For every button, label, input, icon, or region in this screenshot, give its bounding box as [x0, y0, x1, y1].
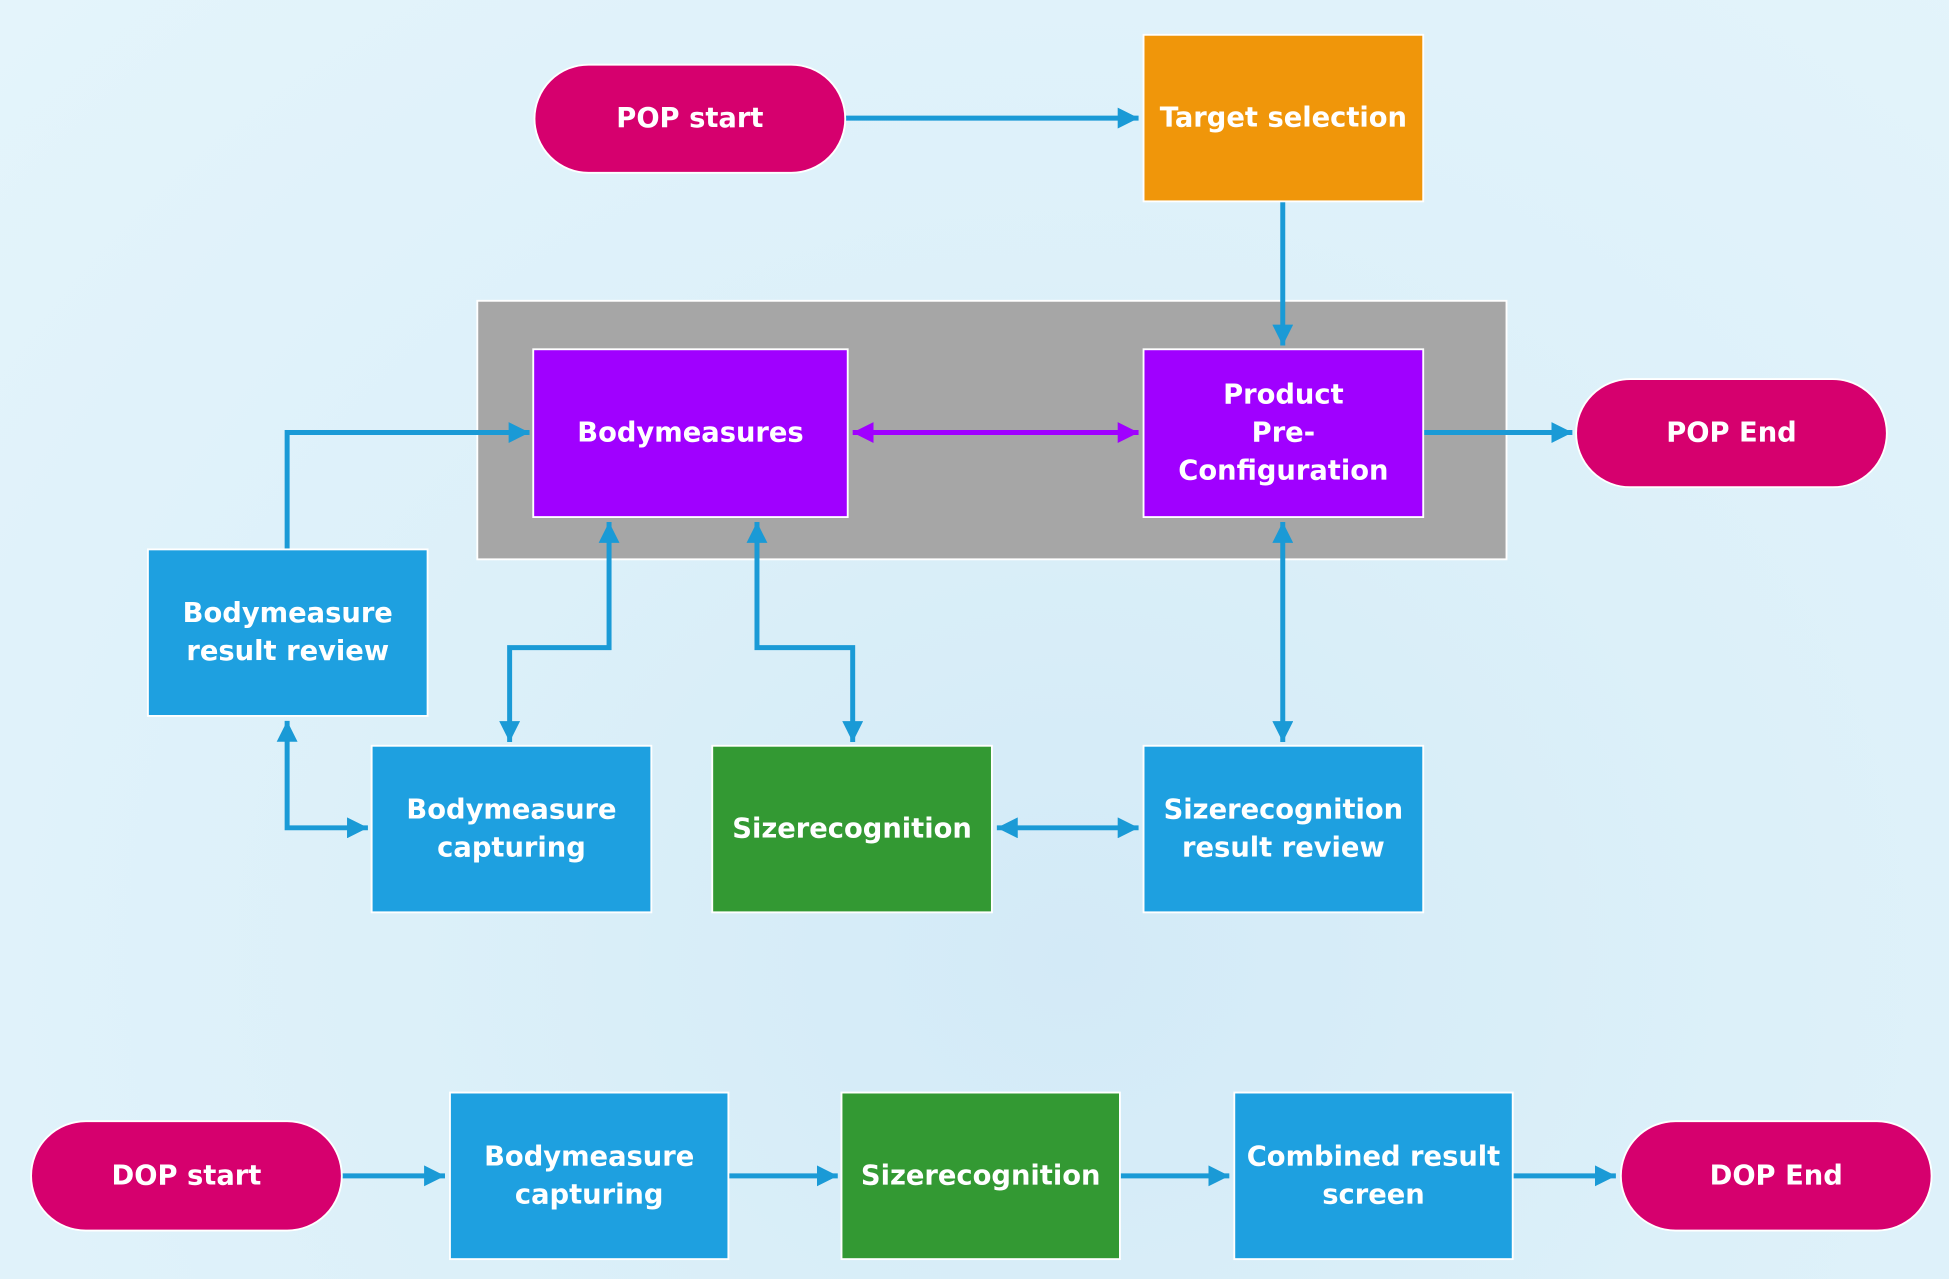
node-pop-start[interactable]: POP start: [533, 63, 847, 174]
node-shape: [1233, 1091, 1514, 1261]
node-label: result review: [1182, 833, 1385, 864]
node-label: POP start: [616, 103, 763, 134]
node-label: Configuration: [1178, 456, 1388, 487]
node-label: Bodymeasure: [406, 795, 616, 826]
node-shape: [533, 63, 847, 174]
node-label: capturing: [437, 833, 586, 864]
node-shape: [1142, 348, 1425, 519]
node-sizerecognition-result-review[interactable]: Sizerecognition result review: [1142, 744, 1425, 914]
node-shape: [1575, 378, 1888, 489]
node-dop-end[interactable]: DOP End: [1619, 1120, 1933, 1232]
node-label: DOP start: [112, 1160, 262, 1191]
node-shape: [532, 348, 849, 519]
node-shape: [1142, 33, 1425, 203]
node-shape: [146, 548, 429, 717]
node-shape: [449, 1091, 730, 1261]
node-pop-end[interactable]: POP End: [1575, 378, 1888, 489]
node-dop-bodymeasure-capturing[interactable]: Bodymeasure capturing: [449, 1091, 730, 1261]
node-combined-result-screen[interactable]: Combined result screen: [1233, 1091, 1514, 1261]
node-label: Sizerecognition: [732, 814, 972, 845]
node-label: result review: [186, 636, 389, 667]
node-label: Product: [1223, 380, 1344, 411]
node-shape: [711, 744, 993, 914]
node-bodymeasure-capturing[interactable]: Bodymeasure capturing: [370, 744, 653, 914]
node-label: Bodymeasure: [183, 598, 393, 629]
node-label: Target selection: [1160, 103, 1407, 134]
connector-review-capturing: [276, 720, 368, 839]
node-label: screen: [1322, 1179, 1424, 1210]
node-shape: [370, 744, 653, 914]
node-label: Bodymeasures: [577, 418, 803, 449]
node-shape: [1142, 744, 1425, 914]
node-shape: [1619, 1120, 1933, 1232]
node-bodymeasures[interactable]: Bodymeasures: [532, 348, 849, 519]
node-target-selection[interactable]: Target selection: [1142, 33, 1425, 203]
node-shape: [840, 1091, 1121, 1261]
node-label: POP End: [1666, 418, 1797, 449]
node-label: Sizerecognition: [861, 1160, 1101, 1191]
connector-bodymeasures-sizerecognition: [746, 522, 864, 743]
node-dop-sizerecognition[interactable]: Sizerecognition: [840, 1091, 1121, 1261]
node-label: capturing: [515, 1179, 664, 1210]
node-label: Pre-: [1252, 418, 1315, 449]
connector-review-to-bodymeasures: [284, 422, 530, 550]
node-label: Combined result: [1247, 1141, 1500, 1172]
connector-bodymeasures-capturing: [499, 522, 620, 743]
node-label: Bodymeasure: [484, 1141, 694, 1172]
node-sizerecognition[interactable]: Sizerecognition: [711, 744, 993, 914]
node-dop-start[interactable]: DOP start: [30, 1120, 343, 1232]
node-label: Sizerecognition: [1164, 795, 1404, 826]
node-label: DOP End: [1710, 1160, 1843, 1191]
node-shape: [30, 1120, 343, 1232]
node-bodymeasure-result-review[interactable]: Bodymeasure result review: [146, 548, 429, 717]
